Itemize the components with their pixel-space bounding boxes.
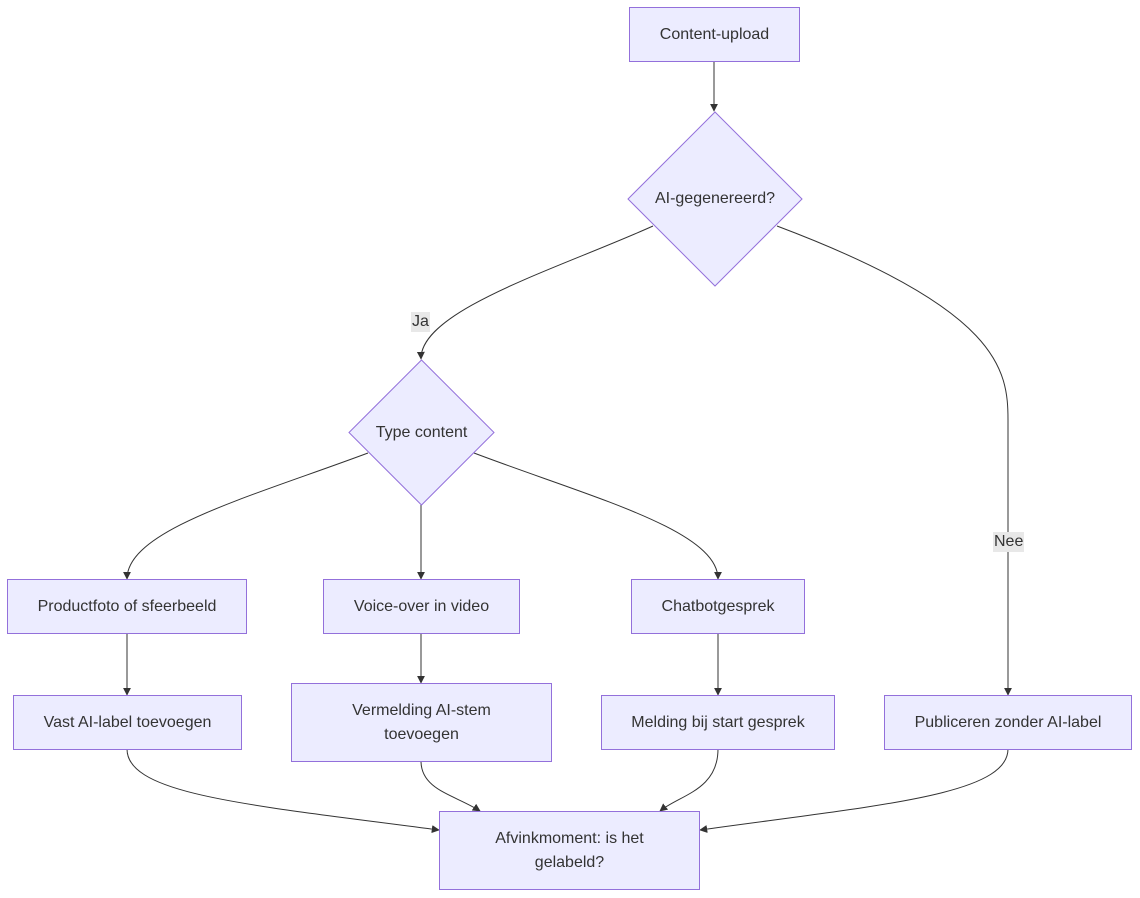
node-content-upload-label: Content-upload <box>659 25 770 43</box>
node-vast-label-label: Vast AI-label toevoegen <box>43 713 212 731</box>
node-voiceover-label: Voice-over in video <box>353 597 490 615</box>
edge-ai-generated-to-publiceren <box>776 225 1012 696</box>
edge-type-content-to-chatbot <box>473 452 722 580</box>
decision-ai-generated-shape <box>627 111 803 287</box>
node-afvinkmoment-label: Afvinkmoment: is het gelabeld? <box>495 829 644 871</box>
decision-type-content: Type content <box>348 359 495 506</box>
node-chatbot: Chatbotgesprek <box>631 579 805 634</box>
edge-vast-label-to-afvinkmoment <box>126 748 440 834</box>
node-productfoto: Productfoto of sfeerbeeld <box>7 579 247 634</box>
decision-type-content-label: Type content <box>375 423 468 441</box>
edge-ai-generated-to-type-content <box>416 225 654 360</box>
edge-vermelding-to-afvinkmoment <box>420 760 481 812</box>
node-afvinkmoment: Afvinkmoment: is het gelabeld? <box>439 811 700 890</box>
decision-type-content-shape <box>348 359 495 506</box>
node-publiceren: Publiceren zonder AI-label <box>884 695 1132 750</box>
edge-label-nee: Nee <box>993 532 1025 552</box>
node-voiceover: Voice-over in video <box>323 579 520 634</box>
node-melding: Melding bij start gesprek <box>601 695 835 750</box>
edge-label-ja: Ja <box>411 312 430 332</box>
edge-publiceren-to-afvinkmoment <box>699 748 1009 833</box>
node-productfoto-label: Productfoto of sfeerbeeld <box>37 597 217 615</box>
edge-melding-to-afvinkmoment <box>659 748 719 812</box>
node-melding-label: Melding bij start gesprek <box>631 713 805 731</box>
edge-type-content-to-productfoto <box>123 452 369 580</box>
decision-ai-generated-label: AI-gegenereerd? <box>654 190 776 207</box>
node-vermelding: Vermelding AI-stem toevoegen <box>291 683 552 762</box>
decision-ai-generated: AI-gegenereerd? <box>627 111 803 287</box>
node-chatbot-label: Chatbotgesprek <box>661 597 775 615</box>
node-vast-label: Vast AI-label toevoegen <box>13 695 242 750</box>
node-vermelding-label: Vermelding AI-stem toevoegen <box>352 701 491 743</box>
node-publiceren-label: Publiceren zonder AI-label <box>914 713 1102 731</box>
node-content-upload: Content-upload <box>629 7 800 62</box>
